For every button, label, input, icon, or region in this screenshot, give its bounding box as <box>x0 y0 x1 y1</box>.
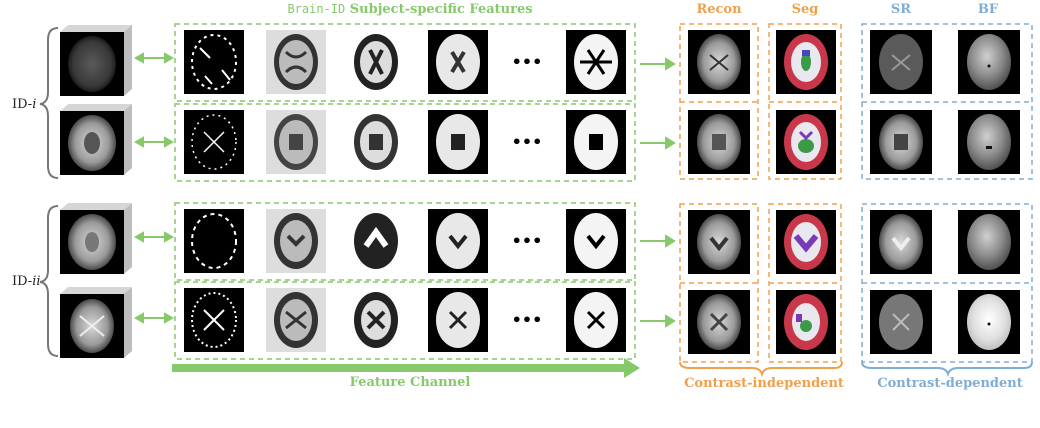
feature-row-1 <box>184 30 626 94</box>
feature-tile-2-2 <box>266 110 326 174</box>
feature-tile-4-5 <box>566 288 626 352</box>
sr-heading: SR <box>890 2 912 17</box>
id-i-prefix: ID- <box>12 97 33 112</box>
feature-row-3 <box>184 209 626 273</box>
feature-tile-1-2 <box>266 30 326 94</box>
double-arrow-1 <box>133 52 175 64</box>
recon-tile-3 <box>688 210 750 274</box>
feature-tile-2-3 <box>346 110 406 174</box>
feature-tile-3-1 <box>184 209 244 273</box>
ellipsis-row-4: ••• <box>512 310 543 329</box>
feature-box-row4 <box>174 281 636 360</box>
output-arrows <box>640 57 676 328</box>
seg-tile-1 <box>776 30 836 94</box>
bracket-id-ii <box>39 205 59 357</box>
feature-row-2 <box>184 110 626 174</box>
blue-boxes <box>861 23 1033 363</box>
feature-title: Brain-ID Subject-specific Features <box>280 2 540 17</box>
input-cube-4 <box>60 287 132 358</box>
feature-tile-2-4 <box>428 110 488 174</box>
seg-tile-2 <box>776 110 836 174</box>
id-i-italic: i <box>32 97 37 112</box>
contrast-independent-brace <box>679 361 843 378</box>
bf-tile-1 <box>958 30 1020 94</box>
sr-tile-2 <box>870 110 932 174</box>
double-arrow-2 <box>133 136 175 148</box>
input-cube-3 <box>60 203 132 274</box>
seg-tiles <box>776 30 836 354</box>
output-arrow-1 <box>640 57 676 71</box>
feature-tile-1-1 <box>184 30 244 94</box>
feature-tile-4-4 <box>428 288 488 352</box>
ellipsis-row-2: ••• <box>512 132 543 151</box>
id-ii-label: ID-ii <box>12 274 41 289</box>
bracket-id-i <box>39 27 59 179</box>
feature-boxes <box>174 23 636 360</box>
recon-box-bottom <box>679 203 759 363</box>
feature-tile-1-4 <box>428 30 488 94</box>
recon-heading: Recon <box>696 2 742 17</box>
feature-tile-1-5 <box>566 30 626 94</box>
feature-title-text: Subject-specific Features <box>349 2 533 17</box>
bf-tile-2 <box>958 110 1020 174</box>
contrast-independent-label: Contrast-independent <box>684 376 844 391</box>
feature-tile-3-4 <box>428 209 488 273</box>
orange-dividers <box>680 101 841 284</box>
input-cube-1 <box>60 25 132 96</box>
seg-tile-4 <box>776 290 836 354</box>
seg-tile-3 <box>776 210 836 274</box>
sr-tile-4 <box>870 290 932 354</box>
ellipsis-row-3: ••• <box>512 231 543 250</box>
feature-tile-4-2 <box>266 288 326 352</box>
feature-tile-4-1 <box>184 288 244 352</box>
recon-tile-4 <box>688 290 750 354</box>
recon-tile-1 <box>688 30 750 94</box>
output-arrow-2 <box>640 136 676 150</box>
feature-box-row2 <box>174 103 636 182</box>
double-arrows <box>133 52 175 324</box>
feature-tile-1-3 <box>346 30 406 94</box>
recon-tiles <box>688 30 750 354</box>
output-arrow-4 <box>640 314 676 328</box>
input-cube-2 <box>60 104 132 175</box>
recon-tile-2 <box>688 110 750 174</box>
contrast-dependent-label: Contrast-dependent <box>877 376 1023 391</box>
id-ii-prefix: ID- <box>12 274 33 289</box>
sr-tile-3 <box>870 210 932 274</box>
feature-tile-3-5 <box>566 209 626 273</box>
feature-tile-3-2 <box>266 209 326 273</box>
output-arrow-3 <box>640 234 676 248</box>
double-arrow-3 <box>133 231 175 243</box>
feature-tile-3-3 <box>346 209 406 273</box>
feature-tile-4-3 <box>346 288 406 352</box>
feature-box-row1 <box>174 23 636 102</box>
brain-id-label: Brain-ID <box>287 2 346 16</box>
bf-heading: BF <box>977 2 999 17</box>
ellipsis-row-1: ••• <box>512 52 543 71</box>
contrast-dependent-box-top <box>861 23 1033 180</box>
footer-braces <box>679 361 1033 378</box>
feature-channel-label: Feature Channel <box>349 375 471 390</box>
double-arrow-4 <box>133 312 175 324</box>
feature-tile-2-5 <box>566 110 626 174</box>
feature-channel-arrow <box>172 358 640 378</box>
seg-heading: Seg <box>791 2 819 17</box>
bf-tile-3 <box>958 210 1020 274</box>
id-i-label: ID-i <box>12 97 36 112</box>
id-brackets <box>39 27 59 357</box>
bf-tiles <box>958 30 1020 354</box>
contrast-dependent-brace <box>861 361 1033 378</box>
id-ii-italic: ii <box>32 274 41 289</box>
feature-tile-2-1 <box>184 110 244 174</box>
input-cubes <box>60 25 132 358</box>
sr-tile-1 <box>870 30 932 94</box>
sr-tiles <box>870 30 932 354</box>
feature-row-4 <box>184 288 626 352</box>
ellipsis-group: ••• ••• ••• ••• <box>512 52 543 329</box>
bf-tile-4 <box>958 290 1020 354</box>
seg-box-top <box>768 23 842 180</box>
feature-box-row3 <box>174 202 636 281</box>
